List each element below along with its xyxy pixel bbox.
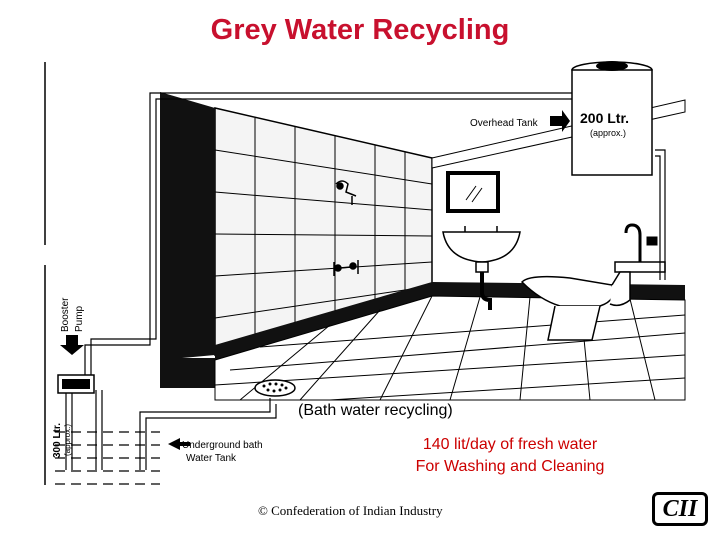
- overhead-capacity-label: 200 Ltr.: [580, 110, 629, 126]
- copyright-footer: © Confederation of Indian Industry: [258, 503, 443, 518]
- underground-arrow-icon: [168, 438, 190, 450]
- fresh-water-note: 140 lit/day of fresh water: [422, 436, 598, 453]
- booster-pump: [57, 374, 95, 394]
- usage-note: For Washing and Cleaning: [415, 458, 605, 475]
- underground-capacity-label: 300 Ltr.: [52, 423, 63, 458]
- cii-logo: CII: [652, 492, 708, 526]
- flow-arrow-down-icon: [60, 335, 84, 355]
- underground-capacity-note: (approx.): [63, 424, 72, 456]
- booster-pump-label-1: Booster: [60, 297, 71, 332]
- overhead-pipe: [84, 92, 666, 375]
- booster-pump-label-2: Pump: [74, 305, 85, 332]
- page-title: Grey Water Recycling: [210, 14, 510, 46]
- shower-tap-icon: [335, 180, 357, 205]
- cistern-tap-icon: [624, 223, 658, 262]
- overhead-tank-label: Overhead Tank: [470, 118, 539, 129]
- toilet: [520, 261, 666, 341]
- overhead-arrow-icon: [550, 110, 570, 132]
- bath-drain-icon: [254, 379, 296, 397]
- underground-tank-label-2: Water Tank: [186, 453, 237, 464]
- tiled-wall: [214, 107, 433, 357]
- bath-recycling-label: (Bath water recycling): [298, 402, 453, 419]
- wall-column: [160, 92, 215, 360]
- underground-tank: [55, 431, 160, 485]
- overhead-tank: [571, 61, 653, 176]
- tank-pipes: [65, 390, 277, 470]
- wall-base: [160, 358, 215, 388]
- underground-tank-label-1: Underground bath: [182, 440, 263, 451]
- wall-taps-icon: [333, 260, 359, 276]
- wash-basin: [442, 226, 521, 310]
- mirror: [446, 171, 500, 213]
- overhead-capacity-note: (approx.): [590, 128, 626, 138]
